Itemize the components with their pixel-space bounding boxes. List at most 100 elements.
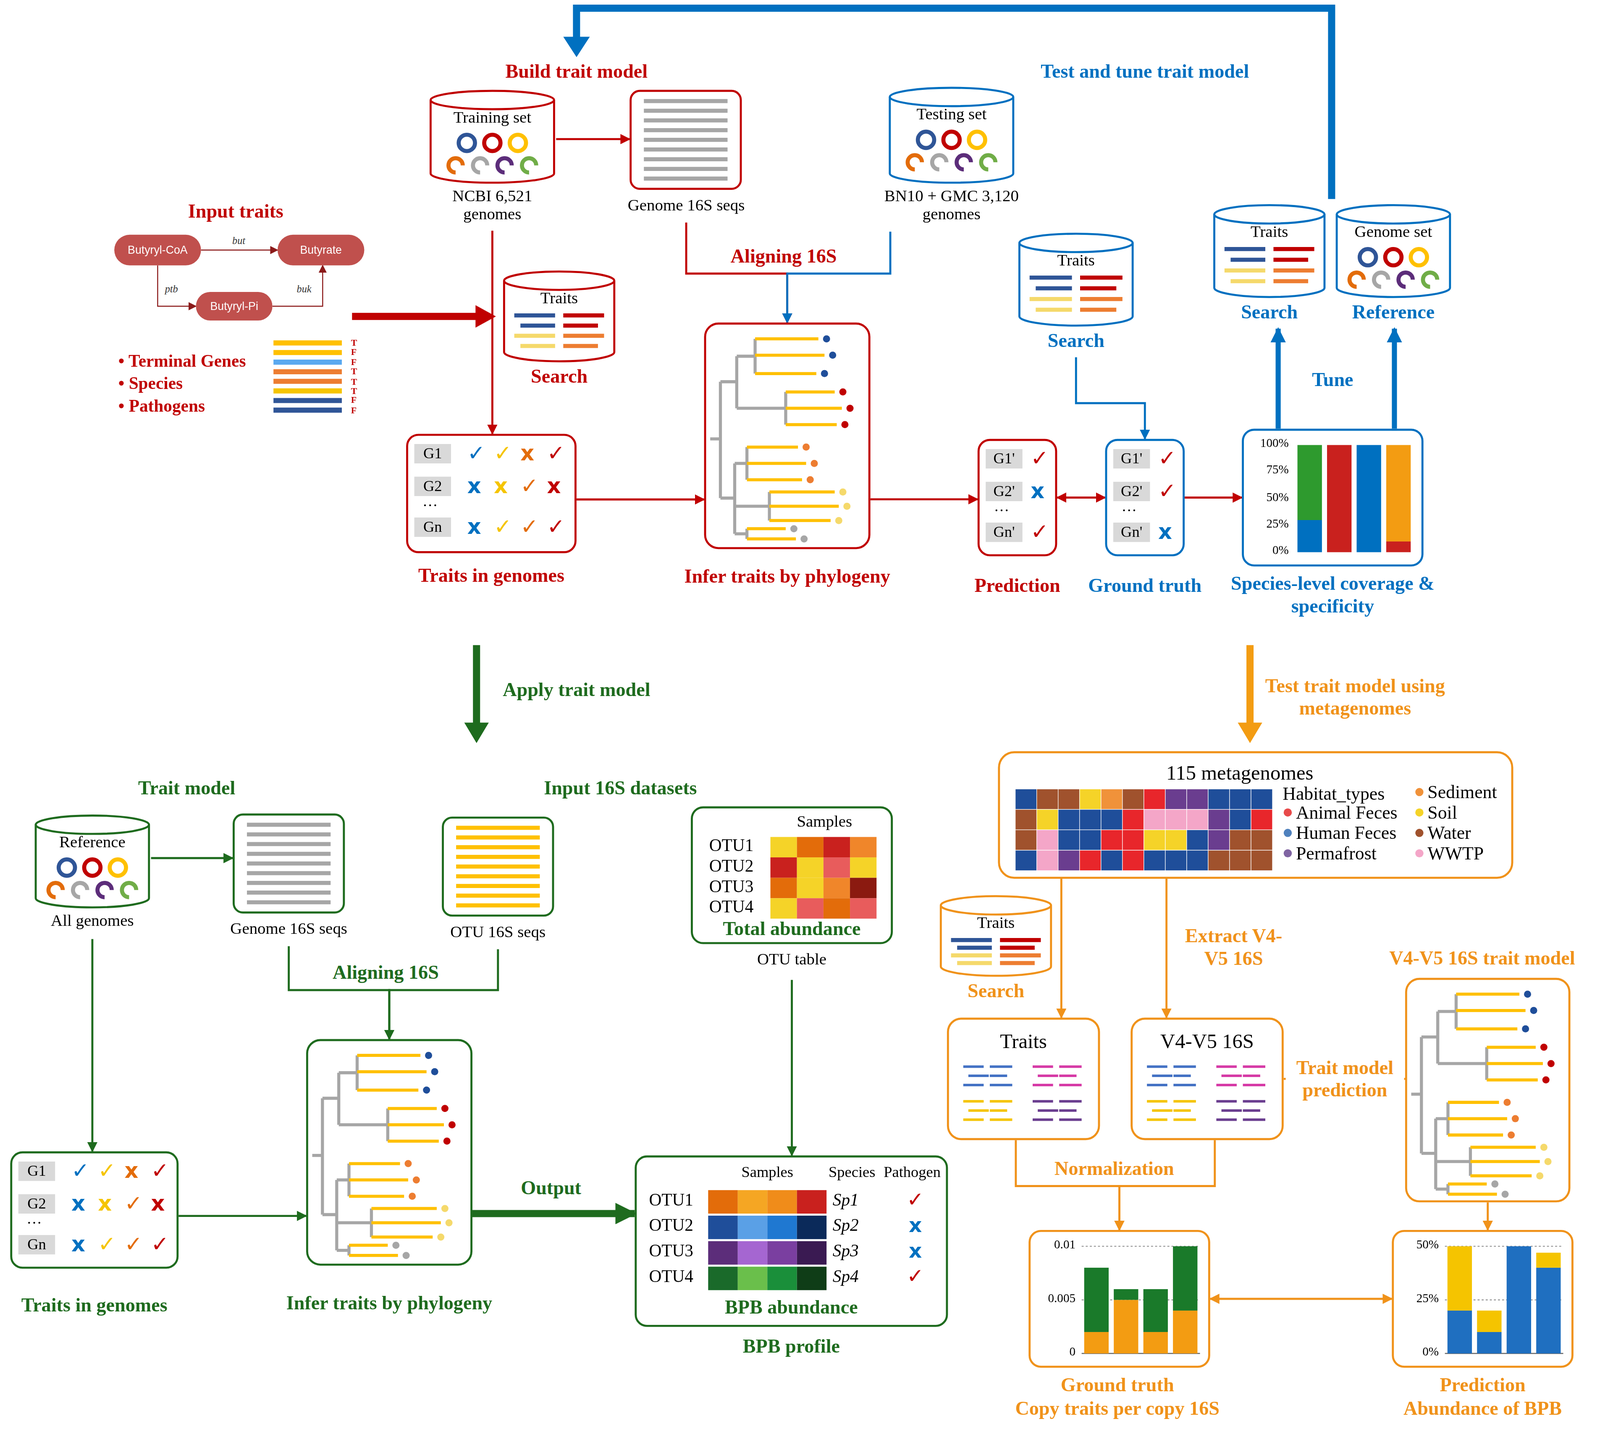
- tree-branch: [736, 406, 786, 410]
- box-caption: OTU table: [690, 949, 893, 969]
- chart-bar: [1143, 1331, 1168, 1354]
- heat-cell: [770, 897, 798, 919]
- heat-cell: [1015, 788, 1037, 810]
- connector: [576, 498, 705, 501]
- sequence-box: V4-V5 16S: [1130, 1017, 1284, 1141]
- table-footer: BPB abundance: [636, 1295, 946, 1319]
- tree-branch: [322, 1096, 339, 1100]
- heat-cell: [849, 897, 877, 919]
- tree-leaf: [387, 1106, 437, 1110]
- trait-mark: x: [493, 473, 508, 499]
- heat-cell: [770, 836, 798, 858]
- trait-bar: [951, 937, 992, 942]
- cylinder-rim: [940, 904, 1051, 915]
- tree-leaf: [755, 353, 825, 357]
- heat-cell: [1251, 809, 1273, 830]
- cylinder-caption: BN10 + GMC 3,120 genomes: [881, 186, 1022, 225]
- trait-dot: [790, 524, 798, 533]
- cylinder-rim: [1214, 214, 1325, 224]
- database-cylinder: Genome setReference: [1334, 204, 1452, 329]
- cylinder-title: Traits: [1212, 222, 1327, 242]
- cylinder-title: Genome set: [1334, 222, 1452, 242]
- frame-border: 0.010.0050: [1028, 1229, 1211, 1368]
- tree-leaf: [785, 406, 842, 410]
- trait-dash: [1243, 1083, 1266, 1086]
- heat-cell: [1165, 829, 1187, 850]
- genome-id: G1': [985, 448, 1023, 469]
- heat-cell: [1122, 849, 1144, 871]
- cylinder-title: Traits: [1017, 251, 1135, 271]
- trait-dash: [1146, 1118, 1168, 1121]
- shape-art: [1407, 979, 1570, 1203]
- free-label: Input traits: [188, 199, 284, 223]
- frame-border: G1✓✓x✓G2xx✓x…Gnx✓✓✓: [406, 433, 577, 554]
- heat-cell: [737, 1189, 768, 1214]
- sequence-line: [246, 890, 331, 895]
- axis-tick: 100%: [1243, 436, 1289, 452]
- genome-arc: [932, 154, 947, 170]
- heat-cell: [1122, 809, 1144, 830]
- trait-dash: [1059, 1118, 1082, 1121]
- frame-border: [232, 813, 345, 914]
- tree-leaf: [1486, 1061, 1543, 1065]
- connector: [1391, 328, 1397, 429]
- feedback-arrow: [576, 7, 1332, 199]
- species-name: Sp3: [832, 1240, 859, 1261]
- tree-leaf: [769, 519, 831, 522]
- tree-leaf: [348, 1194, 404, 1198]
- chart-bar: [1084, 1331, 1109, 1354]
- heat-cell: [1229, 829, 1252, 850]
- trait-dot: [839, 388, 847, 396]
- trait-bar: [520, 323, 556, 328]
- tree-leaf: [755, 372, 817, 376]
- prediction-table: G1'✓G2'x…Gn'✓Prediction: [964, 438, 1071, 603]
- cylinder-caption: NCBI 6,521 genomes: [422, 186, 563, 225]
- trait-dot: [1501, 1190, 1509, 1198]
- frame-border: SamplesSpeciesPathogenOTU1Sp1✓OTU2Sp2xOT…: [634, 1155, 948, 1327]
- heat-cell: [1143, 809, 1166, 830]
- tree-leaf: [755, 337, 819, 341]
- truth-table: G1'✓G2'✓…Gn'xGround truth: [1079, 438, 1211, 603]
- sequence-line: [246, 899, 331, 905]
- box-heading: Infer traits by phylogeny: [275, 1291, 504, 1315]
- heat-cell: [1229, 809, 1252, 830]
- heat-cell: [797, 1189, 827, 1214]
- trait-dash: [963, 1099, 984, 1103]
- tree-leaf: [747, 527, 786, 530]
- tree-leaf: [747, 477, 803, 481]
- box-heading: BPB profile: [634, 1334, 948, 1357]
- trait-dash: [1151, 1074, 1173, 1077]
- heat-cell: [708, 1266, 738, 1290]
- genome-arc: [1422, 272, 1438, 287]
- chart-bar: [1386, 541, 1411, 553]
- trait-dot: [835, 516, 843, 525]
- trait-mark: ✓: [151, 1158, 170, 1183]
- sequence-line: [456, 864, 540, 869]
- cylinder-caption: Search: [495, 365, 623, 388]
- cylinder-title: Testing set: [887, 104, 1016, 124]
- edge-label: Extract V4-V5 16S: [1175, 924, 1292, 970]
- trait-bar: [1029, 275, 1073, 280]
- connector: [1184, 496, 1242, 499]
- shape-art: [501, 270, 617, 363]
- trait-dot: [820, 369, 829, 378]
- trait-mark: x: [520, 440, 535, 466]
- connector: [151, 856, 233, 859]
- legend-swatch: [1415, 828, 1424, 837]
- cylinder-caption: Reference: [1328, 301, 1459, 324]
- frame-border: [704, 322, 871, 549]
- test-arrow: [1246, 645, 1254, 725]
- trait-dot: [441, 1104, 449, 1112]
- shape-art: [938, 894, 1053, 977]
- chart-bar: [1386, 444, 1411, 542]
- trait-bar: [563, 333, 604, 339]
- genome-id: Gn': [985, 522, 1023, 543]
- trait-dash: [963, 1064, 984, 1068]
- trait-dash: [989, 1099, 1013, 1103]
- tree-leaf: [371, 1206, 437, 1210]
- trait-dash: [1173, 1064, 1196, 1068]
- heat-cell: [770, 857, 798, 878]
- shape-art: [1212, 204, 1327, 299]
- box-heading: Traits in genomes: [406, 564, 577, 587]
- sequence-box: OTU 16S seqs: [423, 816, 573, 950]
